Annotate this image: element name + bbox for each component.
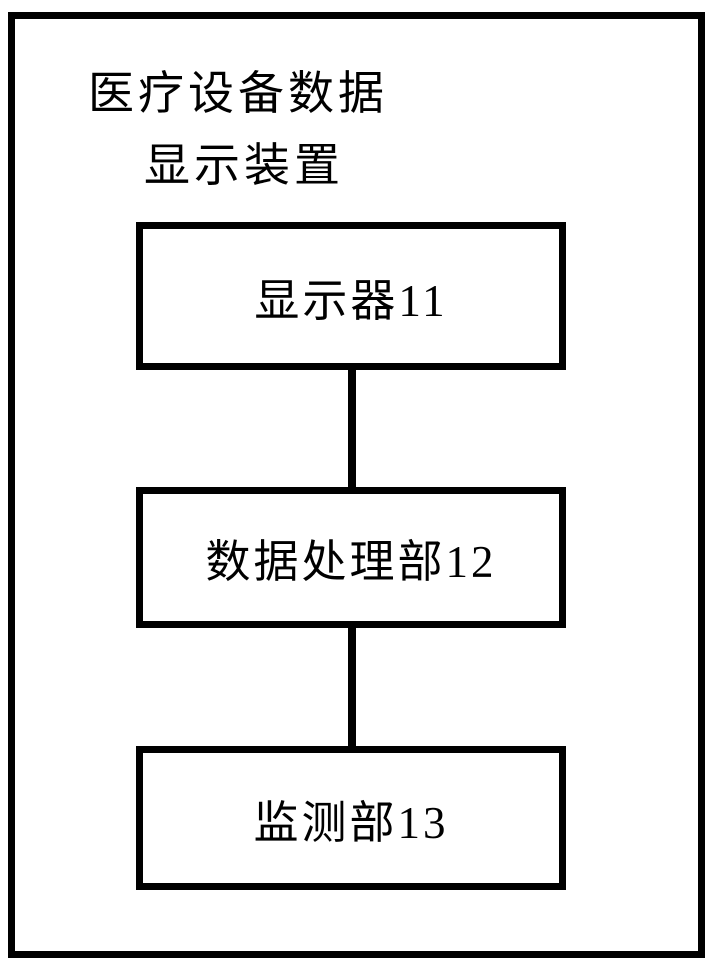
box-data-processing: 数据处理部12 [136,487,566,628]
box-display-label: 显示器11 [254,275,448,326]
diagram-title-line2: 显示装置 [144,140,344,191]
box-monitoring-label: 监测部13 [253,797,449,848]
box-display: 显示器11 [136,222,566,370]
box-data-processing-label: 数据处理部12 [205,537,497,587]
diagram-title-line1: 医疗设备数据 [88,68,388,119]
connector-display-to-data-processing [348,368,356,489]
box-monitoring: 监测部13 [136,746,566,890]
connector-data-processing-to-monitoring [348,626,356,748]
diagram-title: 医疗设备数据 显示装置 [88,58,388,202]
